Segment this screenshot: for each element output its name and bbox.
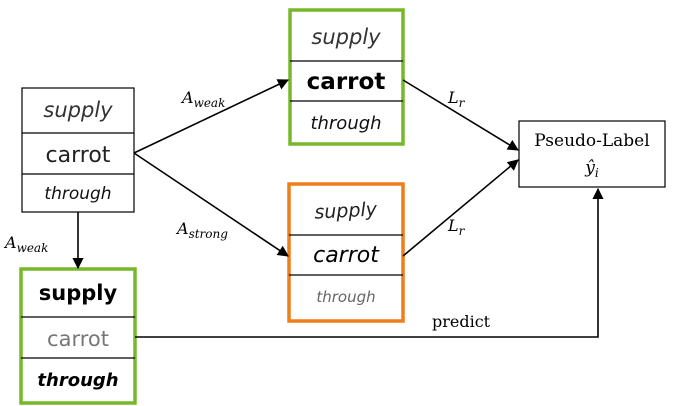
word-supply: supply — [39, 281, 118, 305]
a-weak-top-label: Aweak — [180, 88, 225, 110]
weak-aug-top-stack: supply carrot through — [288, 8, 405, 146]
word-supply: supply — [311, 25, 381, 49]
word-supply-distorted: supply — [314, 198, 378, 223]
original-image-stack: supply carrot through — [21, 87, 135, 213]
arrow-strong-to-pseudo — [402, 159, 519, 257]
word-through: through — [37, 370, 118, 391]
word-carrot: carrot — [313, 243, 380, 268]
loss-bottom-label: Lr — [447, 216, 466, 238]
arrow-predict — [135, 187, 604, 338]
word-carrot: carrot — [307, 69, 386, 95]
pseudo-label-title: Pseudo-Label — [534, 131, 649, 151]
word-carrot: carrot — [47, 327, 109, 351]
a-weak-left-label: Aweak — [3, 233, 48, 255]
arrow-to-weak-top — [133, 79, 290, 154]
arrow-weak-top-to-pseudo — [402, 79, 519, 151]
pseudo-label-box: Pseudo-Label ŷi — [518, 120, 666, 188]
weak-aug-bottom-stack: supply carrot through — [19, 267, 137, 405]
word-carrot: carrot — [46, 143, 111, 168]
word-supply: supply — [43, 98, 113, 122]
pseudo-label-symbol: ŷi — [584, 158, 599, 180]
word-through: through — [44, 184, 111, 204]
predict-label: predict — [432, 312, 491, 331]
loss-top-label: Lr — [447, 88, 466, 110]
arrow-to-strong — [133, 152, 289, 257]
word-through: through — [310, 113, 381, 134]
strong-aug-stack: supply carrot through — [287, 182, 405, 323]
arrows — [72, 79, 604, 338]
word-through-distorted: through — [316, 288, 375, 306]
a-strong-label: Astrong — [175, 219, 228, 241]
